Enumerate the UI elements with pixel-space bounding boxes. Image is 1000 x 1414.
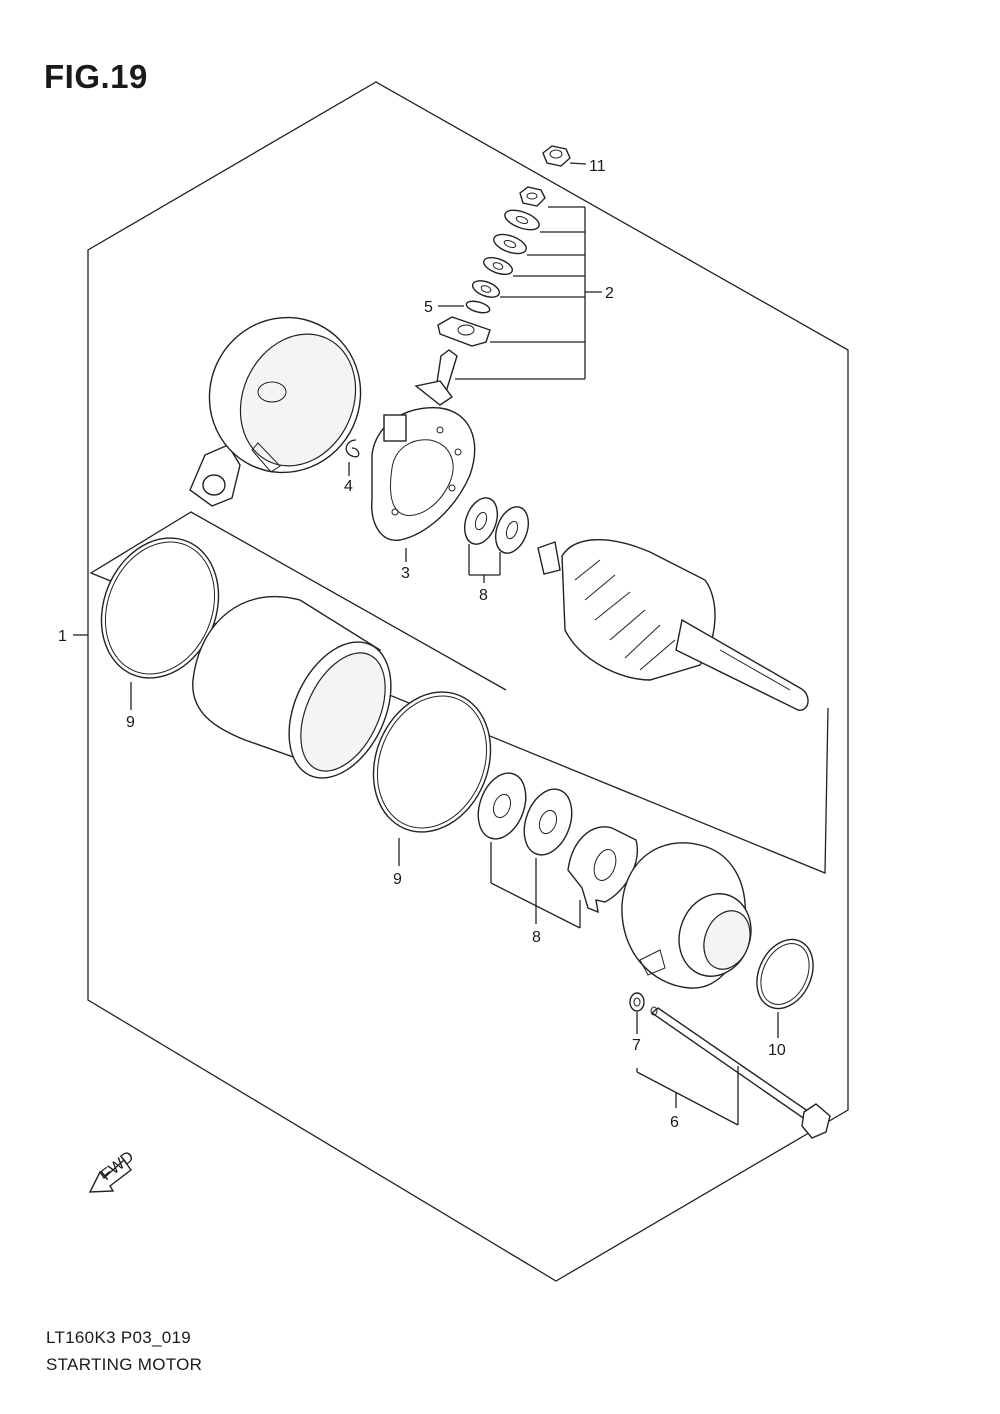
part-yoke bbox=[192, 595, 392, 779]
part-o-ring-5 bbox=[465, 300, 491, 314]
part-armature bbox=[537, 539, 809, 711]
callout-bracket-8-lower bbox=[490, 842, 581, 929]
callout-label-11: 11 bbox=[589, 158, 606, 175]
part-front-housing bbox=[621, 842, 752, 989]
part-nut-11 bbox=[542, 145, 571, 167]
callout-label-7: 7 bbox=[632, 1037, 641, 1054]
callout-label-8-upper: 8 bbox=[479, 587, 488, 604]
callout-label-8-lower: 8 bbox=[532, 929, 541, 946]
part-lock-plate bbox=[567, 826, 638, 914]
callout-bracket-6 bbox=[636, 1066, 739, 1126]
callout-label-2: 2 bbox=[605, 285, 614, 302]
part-o-ring-9-lower bbox=[372, 691, 492, 833]
assembly-frame-upper bbox=[89, 511, 829, 874]
callout-label-9-upper: 9 bbox=[126, 714, 135, 731]
callout-bracket-8-upper bbox=[468, 544, 501, 583]
callout-bracket-2 bbox=[455, 206, 602, 380]
assembly-frame-outer bbox=[87, 81, 849, 1282]
part-through-bolt-6 bbox=[650, 1006, 831, 1139]
callout-label-6: 6 bbox=[670, 1114, 679, 1131]
callout-label-3: 3 bbox=[401, 565, 410, 582]
callout-label-5: 5 bbox=[424, 299, 433, 316]
callout-label-4: 4 bbox=[344, 478, 353, 495]
part-o-ring-10 bbox=[756, 938, 814, 1010]
model-code: LT160K3 P03_019 bbox=[46, 1328, 192, 1347]
part-rear-housing bbox=[189, 316, 362, 507]
part-clip-4 bbox=[345, 439, 360, 458]
section-name: STARTING MOTOR bbox=[46, 1355, 203, 1374]
part-washer-8-lower bbox=[477, 772, 573, 856]
fwd-direction-arrow: FWD bbox=[88, 1148, 137, 1193]
callout-label-1: 1 bbox=[58, 628, 67, 645]
part-brush-holder-3 bbox=[371, 407, 476, 541]
part-washer-8-upper bbox=[463, 497, 530, 554]
part-terminal-set-2 bbox=[414, 186, 546, 406]
callout-label-10: 10 bbox=[768, 1042, 786, 1059]
callout-label-9-lower: 9 bbox=[393, 871, 402, 888]
part-o-ring-7 bbox=[629, 992, 645, 1012]
figure-title: FIG.19 bbox=[44, 58, 148, 95]
